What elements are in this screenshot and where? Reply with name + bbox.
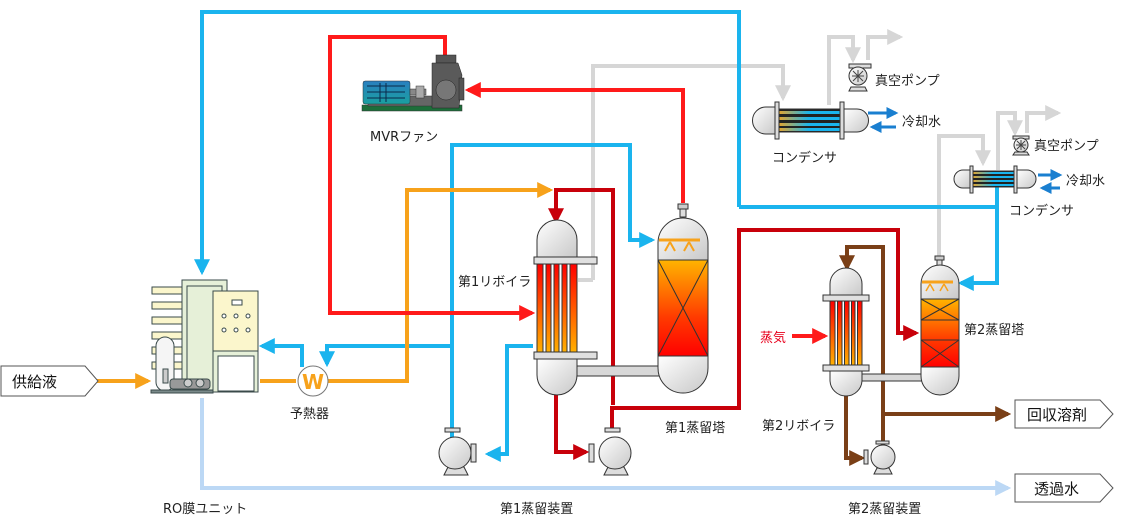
- vent-line-vacuum1-exhaust: [866, 29, 904, 60]
- distillation-column-1: [657, 203, 709, 394]
- condenser-1-label: コンデンサ: [772, 150, 837, 166]
- water-line-to-column1-spray: [450, 143, 656, 455]
- mvr-fan-label: MVRファン: [370, 130, 438, 145]
- vent-line-vacuum2-exhaust: [1025, 105, 1062, 133]
- reboiler-2-label: 第2リボイラ: [762, 419, 835, 434]
- pump-1a: [438, 427, 477, 476]
- condenser-2: [953, 165, 1037, 194]
- water-line-to-column2: [957, 207, 999, 291]
- preheater-label: 予熱器: [290, 407, 329, 422]
- condenser-2-label: コンデンサ: [1009, 203, 1074, 219]
- unit-2-label: 第2蒸留装置: [848, 502, 921, 517]
- vacuum-pump-2-label: 真空ポンプ: [1034, 139, 1099, 154]
- spray-nozzle-1: [659, 238, 700, 252]
- bottoms-line-reboiler1-recirc: [548, 188, 615, 405]
- condenser-1: [752, 101, 869, 140]
- feed-line-preheater-to-reboiler1: [326, 182, 554, 383]
- vacuum-pump-1-label: 真空ポンプ: [875, 74, 940, 89]
- preheater-symbol: W: [302, 370, 324, 394]
- mvr-fan: [361, 54, 465, 112]
- solvent-line-reboiler2-to-pump: [844, 393, 866, 466]
- recovered-solvent-tag: 回収溶剤: [1014, 399, 1114, 429]
- permeate-label: 透過水: [1034, 480, 1079, 498]
- column-2-label: 第2蒸留塔: [964, 323, 1024, 338]
- ro-membrane-unit: [150, 279, 259, 394]
- ro-unit-label: RO膜ユニット: [163, 502, 247, 517]
- cooling-water-1-label: 冷却水: [902, 115, 941, 130]
- steam-label: 蒸気: [760, 330, 786, 346]
- permeate-tag: 透過水: [1014, 473, 1114, 503]
- reboiler-2: [822, 267, 870, 397]
- spray-nozzle-2: [922, 280, 953, 292]
- connector-pipe-2: [861, 373, 923, 382]
- reboiler-1-label: 第1リボイラ: [458, 275, 531, 290]
- connector-pipe-1: [576, 365, 661, 377]
- water-line-to-preheater: [319, 344, 452, 368]
- reboiler-1: [533, 219, 598, 396]
- permeate-line: [200, 398, 1012, 496]
- pump-1b: [588, 427, 632, 476]
- feed-label: 供給液: [12, 373, 57, 391]
- vent-line-column2-to-condenser2: [937, 134, 991, 258]
- water-line-condenser-collect: [739, 186, 999, 209]
- preheater: W: [297, 365, 329, 397]
- pump-2: [863, 440, 896, 475]
- feed-tag: 供給液: [0, 365, 99, 397]
- recovered-solvent-label: 回収溶剤: [1027, 406, 1087, 424]
- column-1-label: 第1蒸留塔: [665, 421, 725, 436]
- vapor-line-column1-to-fan: [464, 82, 685, 203]
- water-line-reboiler1-to-pump: [484, 344, 533, 462]
- water-line-top-loop: [194, 10, 741, 276]
- water-line-preheater-to-ro: [258, 338, 304, 367]
- vacuum-pump-2: [1012, 135, 1030, 156]
- vacuum-pump-1: [848, 63, 872, 92]
- bottoms-line-pump-to-column2: [610, 228, 920, 428]
- bottoms-line-reboiler1-to-pump: [554, 395, 590, 460]
- solvent-line-reboiler2-recirc: [839, 245, 885, 455]
- distillation-column-2: [920, 255, 960, 396]
- vent-line-condenser2-to-vacuum: [996, 111, 1023, 170]
- cooling-water-2-label: 冷却水: [1066, 174, 1105, 189]
- vent-line-column1-to-condenser1: [591, 64, 791, 280]
- vapor-line-fan-to-reboiler1: [328, 35, 536, 321]
- unit-1-label: 第1蒸留装置: [500, 502, 573, 517]
- vent-line-condenser1-to-vacuum: [827, 35, 861, 105]
